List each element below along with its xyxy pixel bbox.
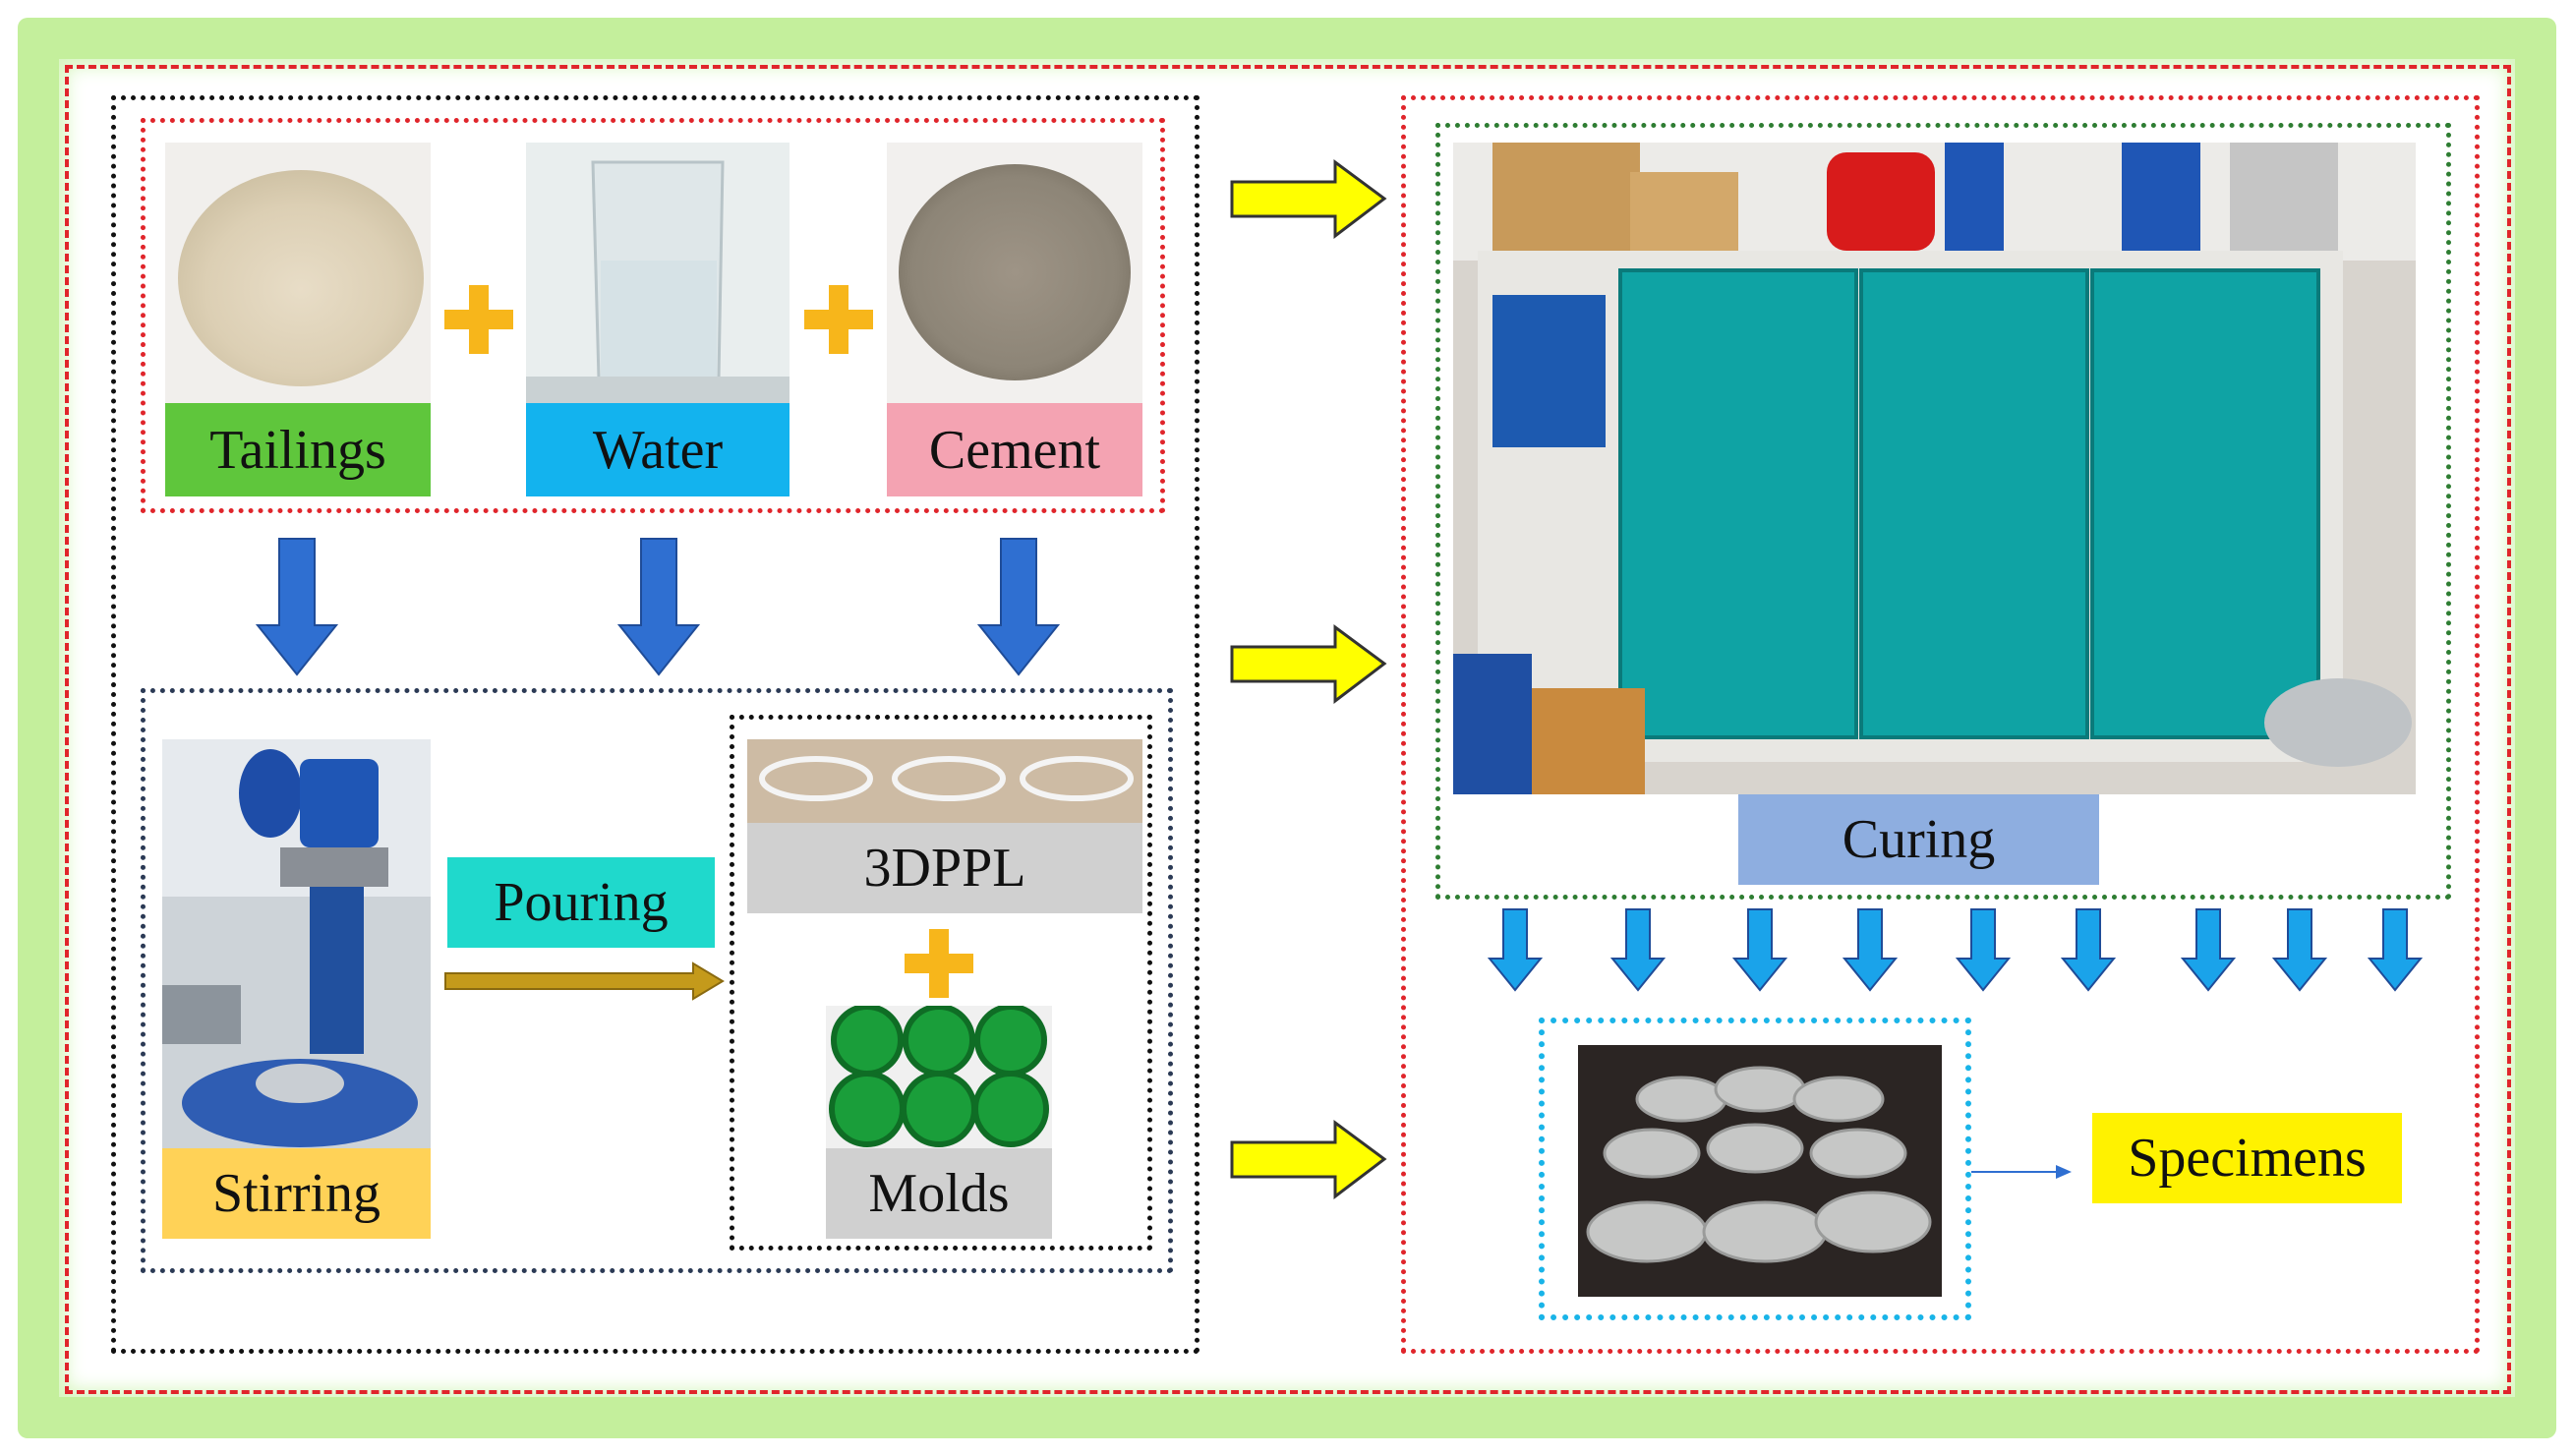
down-arrow-icon — [2180, 908, 2237, 992]
down-arrow-icon — [1731, 908, 1788, 992]
right-arrow-icon — [1971, 1165, 2072, 1179]
molds-label: Molds — [826, 1148, 1052, 1239]
down-arrow-icon — [255, 538, 339, 676]
outer-dashed-border — [65, 65, 2511, 1394]
molding-box — [730, 715, 1152, 1251]
curing-box — [1435, 123, 2451, 900]
down-arrow-icon — [1955, 908, 2012, 992]
water-photo — [526, 143, 790, 403]
curing-label: Curing — [1738, 794, 2099, 885]
water-label: Water — [526, 403, 790, 496]
raw-materials-box — [141, 118, 1165, 513]
specimens-box — [1539, 1018, 1971, 1320]
specimens-label: Specimens — [2092, 1113, 2402, 1203]
tailings-photo — [165, 143, 431, 403]
down-arrow-icon — [976, 538, 1061, 676]
right-arrow-icon — [1230, 624, 1387, 705]
right-arrow-icon — [1230, 159, 1387, 240]
down-arrow-icon — [2367, 908, 2424, 992]
right-arrow-icon — [444, 961, 725, 1001]
curing-photo — [1453, 143, 2416, 794]
down-arrow-icon — [2271, 908, 2328, 992]
plus-icon — [444, 285, 513, 354]
down-arrow-icon — [1487, 908, 1544, 992]
down-arrow-icon — [1609, 908, 1667, 992]
stirring-label: Stirring — [162, 1148, 431, 1239]
down-arrow-icon — [2060, 908, 2117, 992]
molds-photo — [826, 1006, 1052, 1148]
cement-photo — [887, 143, 1142, 403]
tailings-label: Tailings — [165, 403, 431, 496]
specimens-photo — [1578, 1045, 1942, 1297]
lattice-label: 3DPPL — [747, 823, 1142, 913]
preparation-panel — [111, 95, 1199, 1354]
right-arrow-icon — [1230, 1120, 1387, 1200]
mixing-box — [141, 688, 1173, 1273]
lattice-photo — [747, 739, 1142, 823]
plus-icon — [905, 929, 973, 998]
plus-icon — [804, 285, 873, 354]
pouring-label: Pouring — [447, 857, 715, 948]
down-arrow-icon — [1842, 908, 1899, 992]
down-arrow-icon — [616, 538, 701, 676]
stirring-photo — [162, 739, 431, 1148]
curing-panel — [1401, 95, 2480, 1354]
cement-label: Cement — [887, 403, 1142, 496]
outer-frame — [18, 18, 2556, 1438]
